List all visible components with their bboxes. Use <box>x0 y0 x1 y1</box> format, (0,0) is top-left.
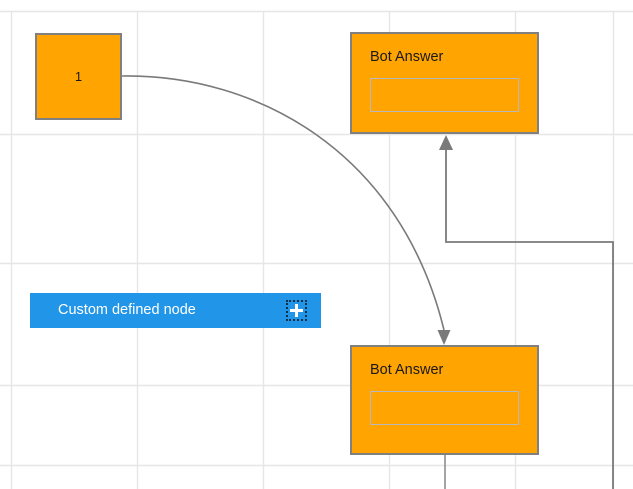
custom-defined-node-label: Custom defined node <box>58 302 196 319</box>
custom-defined-node-item[interactable]: Custom defined node <box>30 293 321 328</box>
plus-icon[interactable] <box>286 300 307 321</box>
node-bot-answer-top-slot[interactable] <box>370 77 519 112</box>
node-bot-answer-top[interactable]: Bot Answer <box>350 32 539 134</box>
node-bot-answer-top-title: Bot Answer <box>370 49 444 65</box>
edge-curved[interactable] <box>121 75 451 345</box>
edge-orthogonal[interactable] <box>439 135 614 489</box>
node-square-1-label: 1 <box>74 69 83 84</box>
node-bot-answer-bottom[interactable]: Bot Answer <box>350 345 539 455</box>
node-bot-answer-bottom-slot[interactable] <box>370 390 519 425</box>
node-square-1[interactable]: 1 <box>35 33 122 120</box>
node-bot-answer-bottom-title: Bot Answer <box>370 362 444 378</box>
